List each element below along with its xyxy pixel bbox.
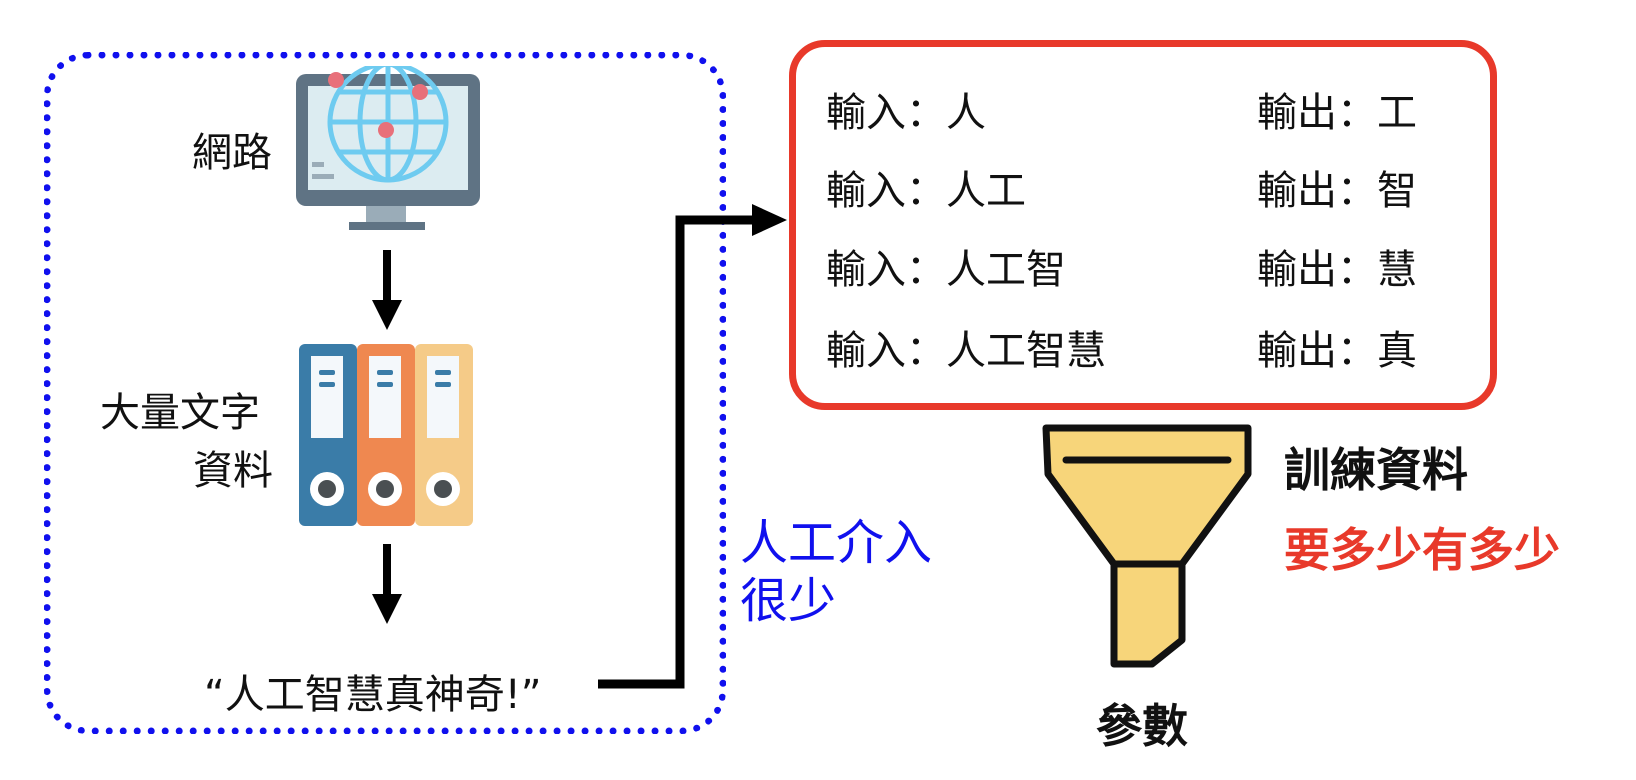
example-sentence: “人工智慧真神奇!” (204, 672, 542, 718)
text-data-label-line2: 資料 (193, 448, 273, 494)
down-arrow-icon (372, 250, 402, 330)
parameters-label: 參數 (1096, 699, 1188, 753)
pair-input: 輸入：人 (826, 90, 986, 136)
note-line2: 很少 (740, 573, 837, 629)
funnel-icon (1042, 424, 1252, 668)
training-data-label: 訓練資料 (1284, 443, 1468, 497)
pair-input: 輸入：人工 (826, 168, 1026, 214)
pair-input: 輸入：人工智 (826, 247, 1066, 293)
note-line1: 人工介入 (740, 515, 933, 571)
binders-icon (299, 344, 473, 526)
internet-label: 網路 (192, 130, 272, 176)
data-collection-region (44, 52, 726, 734)
text-data-label-line1: 大量文字 (100, 390, 260, 436)
pair-output: 輸出：真 (1257, 328, 1417, 374)
pair-output: 輸出：智 (1257, 168, 1417, 214)
monitor-globe-icon (296, 66, 480, 230)
connector-arrow (598, 204, 787, 689)
human-effort-note: 人工介入 很少 (740, 514, 932, 630)
training-data-note: 要多少有多少 (1284, 523, 1560, 577)
pair-output: 輸出：慧 (1257, 247, 1417, 293)
training-pairs-box (789, 40, 1497, 410)
down-arrow-icon (372, 544, 402, 624)
pair-output: 輸出：工 (1257, 90, 1417, 136)
pair-input: 輸入：人工智慧 (826, 328, 1106, 374)
